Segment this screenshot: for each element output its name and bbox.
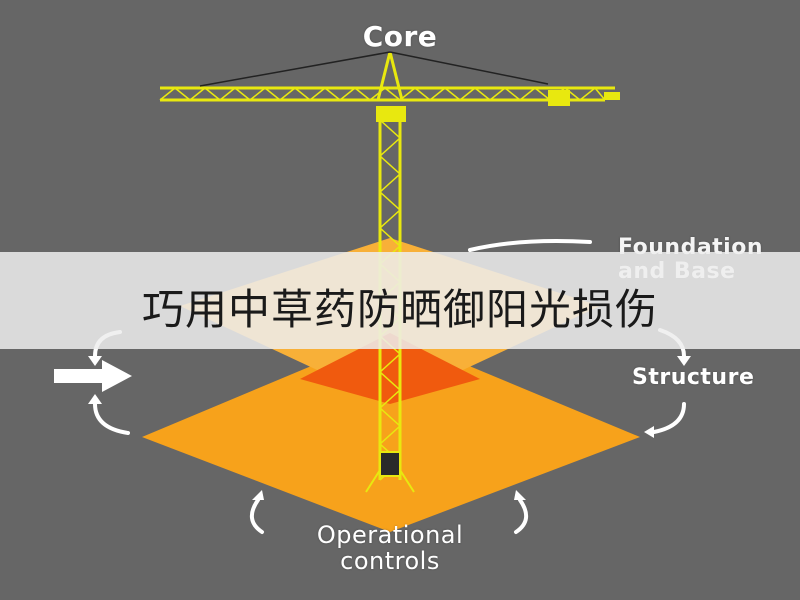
label-structure: Structure <box>632 365 755 390</box>
title-banner <box>0 252 800 349</box>
cycle-arrowheads <box>88 356 691 500</box>
label-operational: Operational controls <box>316 521 464 576</box>
label-core: Core <box>362 20 438 53</box>
right-arrow-icon <box>54 360 132 392</box>
overlap-region <box>300 333 480 404</box>
lower-plane <box>142 333 640 532</box>
banner-title: 巧用中草药防晒御阳光损伤 <box>141 285 658 334</box>
